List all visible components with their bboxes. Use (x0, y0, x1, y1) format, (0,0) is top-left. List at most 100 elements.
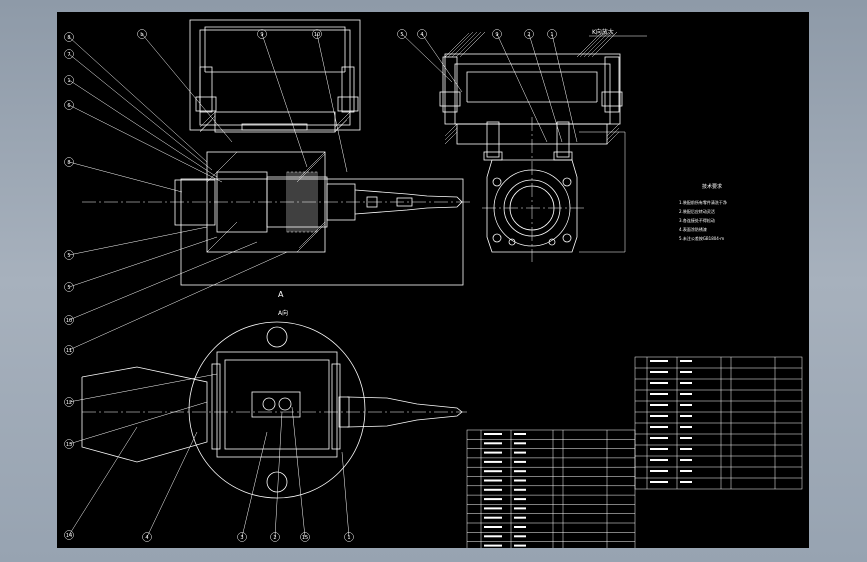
balloon-front-top-2-label: 9 (260, 32, 263, 38)
bom-bottom-cell (484, 535, 502, 538)
plan-view (81, 321, 467, 499)
balloon-front-left-9 (64, 345, 74, 355)
balloon-front-left-5 (64, 157, 74, 167)
bom-bottom-cell (514, 526, 526, 528)
bom-bottom-cell (484, 470, 502, 473)
bom-right-cell (650, 360, 668, 362)
balloon-front-left-4-label: 6 (67, 103, 70, 109)
balloon-side-top-2 (417, 29, 427, 39)
bom-right-cell (680, 404, 692, 406)
balloon-plan-left-3 (64, 530, 74, 540)
bom-right-cell (650, 404, 668, 406)
bom-right-cell (680, 360, 692, 362)
bom-bottom-cell (514, 479, 526, 482)
bom-right-cell (650, 426, 668, 428)
bom-bottom-cell (484, 460, 502, 463)
bom-bottom-cell (514, 516, 526, 519)
bom-bottom-cell (484, 544, 502, 547)
bom-right-cell (680, 448, 692, 450)
bom-bottom-cell (514, 535, 526, 538)
bom-bottom-cell (484, 488, 502, 491)
requirement-line-5: 5.未注公差按GB1804-m (679, 235, 724, 241)
technical-requirements: 技术要求 1.装配前所有零件清洗干净 2.装配后应转动灵活 3.各连接处不得松动… (679, 183, 727, 241)
bom-right-cell (650, 415, 668, 417)
bom-bottom-cell (484, 498, 502, 501)
bom-right-cell (650, 448, 668, 450)
balloon-front-left-6-label: 5 (67, 253, 70, 259)
balloon-side-top-5-label: 1 (550, 32, 553, 38)
balloon-front-top-1 (137, 29, 147, 39)
balloon-front-top-2 (257, 29, 267, 39)
balloon-front-left-1-label: 8 (67, 35, 70, 41)
balloon-front-left-5-label: 8 (67, 160, 70, 166)
balloon-plan-left-2-label: 13 (66, 442, 72, 448)
section-label: A向 (278, 309, 288, 317)
balloon-side-top-4 (524, 29, 534, 39)
top-right-note: K向放大 (592, 28, 614, 36)
balloon-plan-left-2 (64, 439, 74, 449)
bom-right-cell (680, 470, 692, 472)
bom-right-cell (650, 382, 668, 384)
bom-bottom-cell (514, 507, 526, 510)
balloon-front-left-6 (64, 250, 74, 260)
balloon-front-left-9-label: 11 (66, 348, 72, 354)
bom-right-cell (680, 371, 692, 373)
section-mark: A (278, 290, 284, 299)
balloon-front-left-1 (64, 32, 74, 42)
bom-bottom-cell (484, 442, 502, 445)
balloon-front-top-1-label: b (140, 32, 143, 38)
balloon-plan-bottom-2-label: 3 (240, 535, 243, 541)
balloon-side-top-5 (547, 29, 557, 39)
requirement-line-3: 3.各连接处不得松动 (679, 217, 715, 223)
bom-bottom-cell (514, 460, 526, 463)
balloon-plan-left-3-label: 14 (66, 533, 72, 539)
bom-right-cell (680, 459, 692, 461)
balloon-plan-bottom-1 (142, 532, 152, 542)
balloon-plan-left-1-label: 12 (66, 400, 72, 406)
balloon-plan-bottom-5-label: 1 (347, 535, 350, 541)
bom-bottom-cell (514, 470, 526, 473)
bom-bottom-cell (514, 451, 526, 454)
requirements-title: 技术要求 (702, 183, 722, 190)
bom-right-cell (680, 382, 692, 384)
balloon-side-top-1 (397, 29, 407, 39)
bom-bottom-cell (484, 507, 502, 510)
balloon-front-left-4 (64, 100, 74, 110)
bom-bottom-cell (484, 516, 502, 519)
bom-right-cell (650, 437, 668, 439)
front-section-view (82, 19, 472, 286)
balloon-front-left-2 (64, 49, 74, 59)
bom-bottom-cell (484, 526, 502, 528)
bom-right-cell (650, 459, 668, 461)
requirement-line-1: 1.装配前所有零件清洗干净 (679, 199, 727, 205)
bom-bottom-cell (514, 433, 526, 435)
bom-table-bottom (466, 429, 636, 552)
balloon-plan-bottom-4-label: 15 (302, 535, 308, 541)
bom-right-cell (680, 415, 692, 417)
balloon-plan-bottom-2 (237, 532, 247, 542)
balloon-front-top-3-label: 10 (314, 32, 320, 38)
side-view (439, 31, 626, 262)
bom-bottom-cell (484, 433, 502, 435)
balloon-side-top-3 (492, 29, 502, 39)
bom-bottom-cell (484, 451, 502, 454)
balloon-plan-bottom-3 (270, 532, 280, 542)
bom-right-cell (650, 481, 668, 483)
balloon-plan-bottom-5 (344, 532, 354, 542)
bom-right-cell (650, 371, 668, 373)
bom-right-cell (680, 426, 692, 428)
bom-table-right (634, 356, 803, 490)
balloon-side-top-2-label: 4 (420, 32, 423, 38)
balloon-plan-bottom-3-label: 2 (273, 535, 276, 541)
bom-bottom-cell (514, 498, 526, 501)
balloon-side-top-4-label: 2 (527, 32, 530, 38)
requirement-line-4: 4.表面涂防锈漆 (679, 226, 707, 232)
balloon-front-left-3-label: 1 (67, 78, 70, 84)
bom-bottom-cell (514, 442, 526, 445)
bom-bottom-cell (484, 479, 502, 482)
bom-right-cell (650, 470, 668, 472)
balloon-plan-bottom-4 (300, 532, 310, 542)
bom-bottom-cell (514, 544, 526, 547)
